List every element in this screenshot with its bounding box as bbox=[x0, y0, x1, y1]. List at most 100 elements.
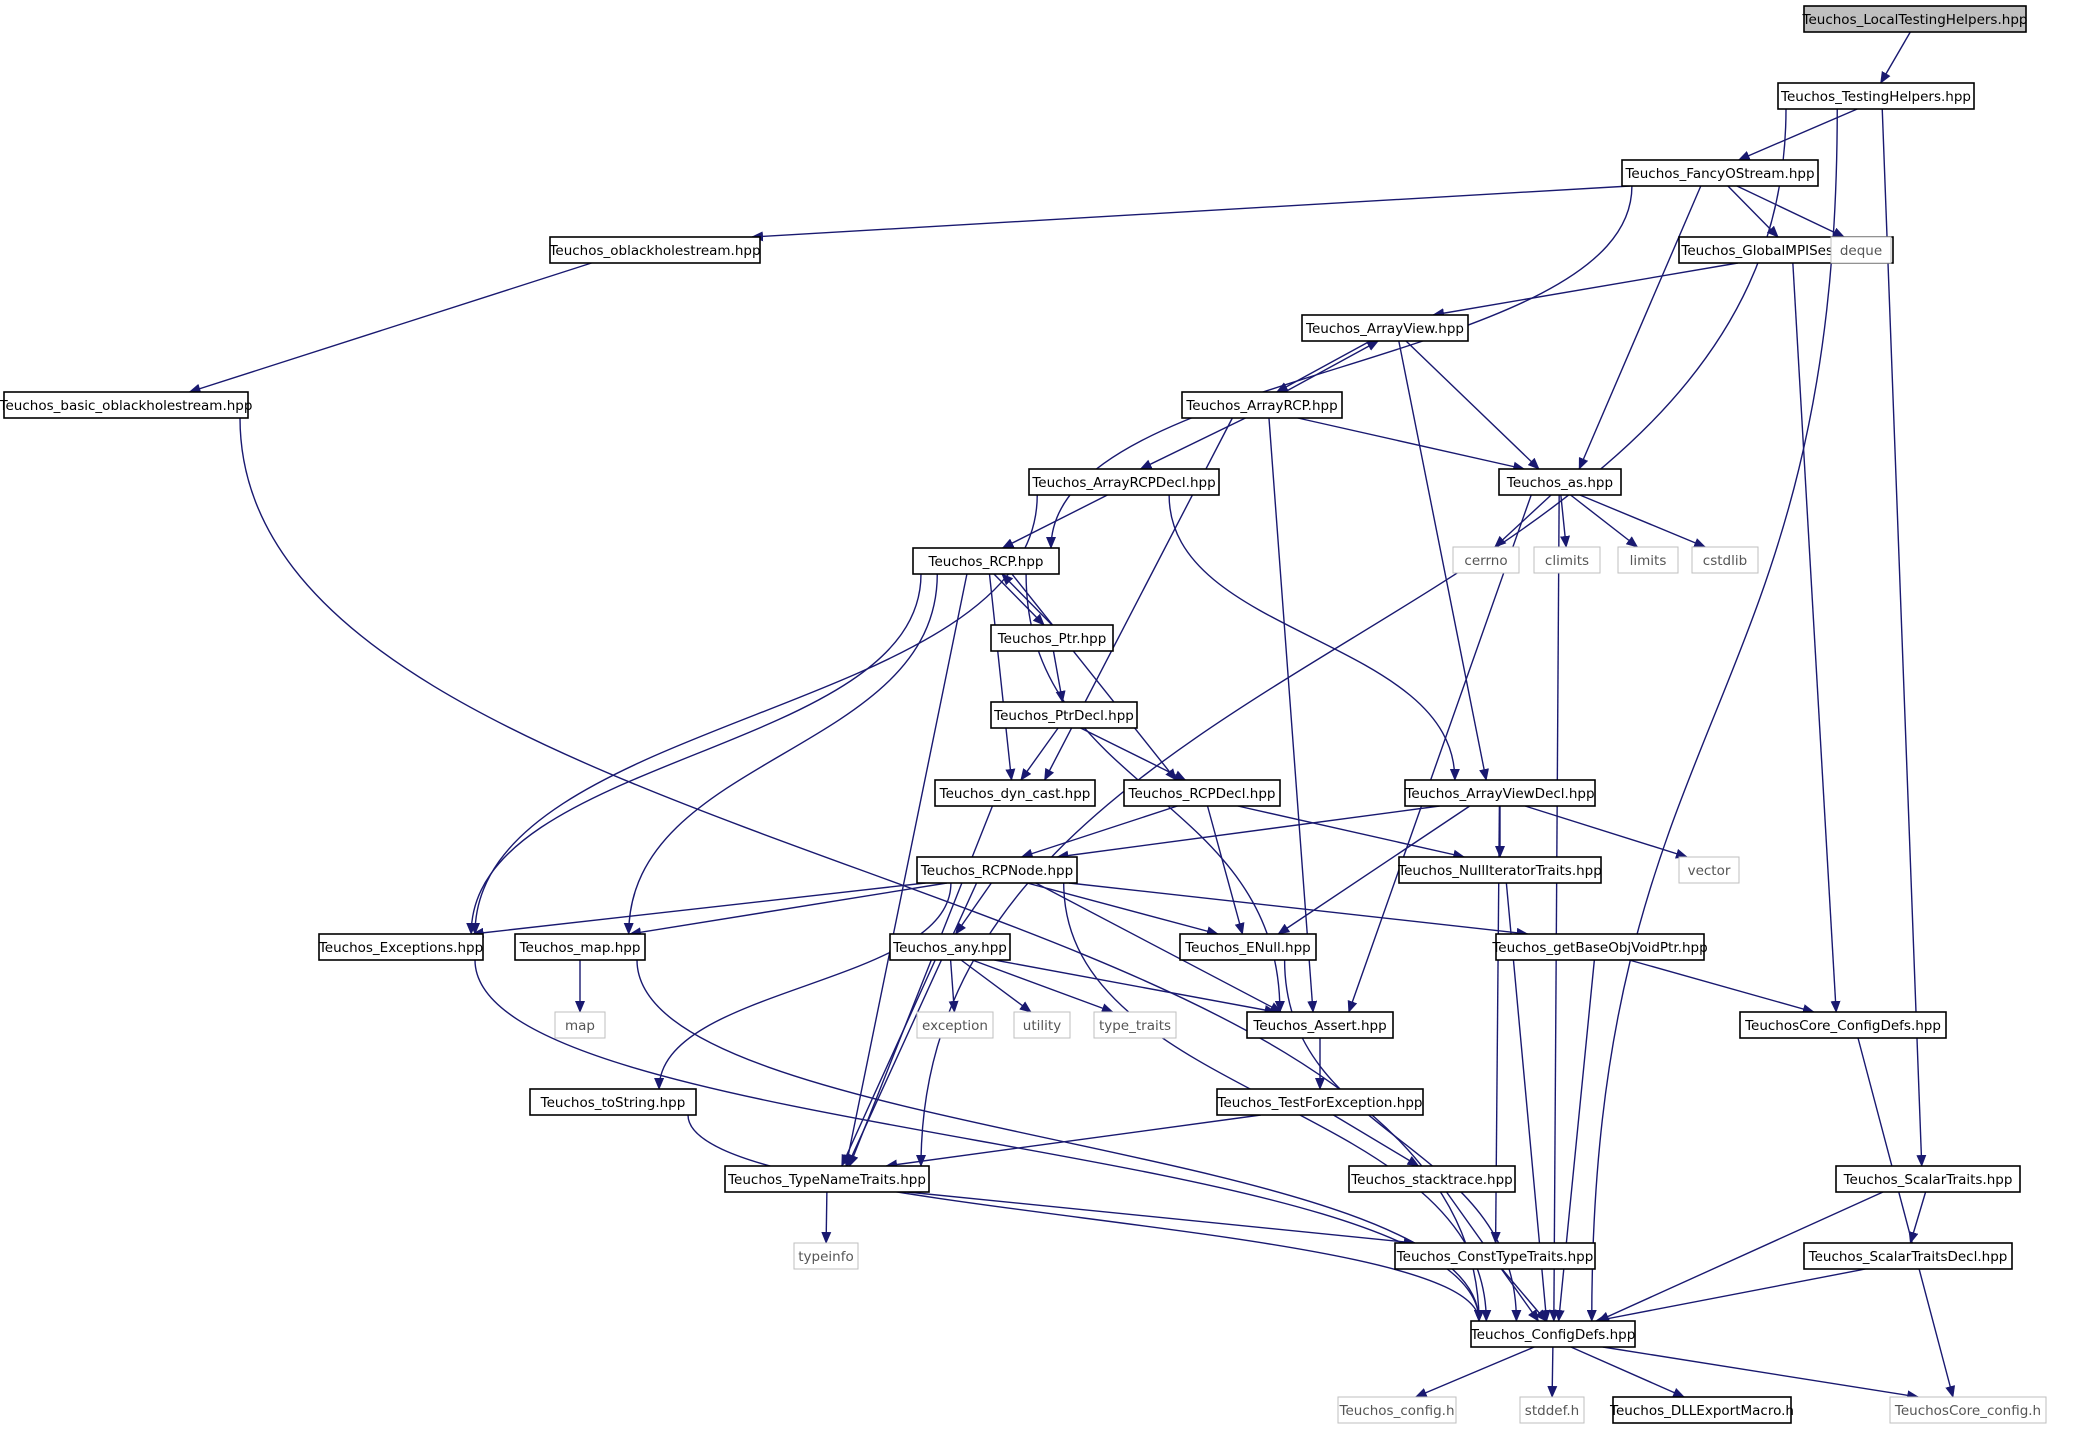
node-ptr-decl[interactable]: Teuchos_PtrDecl.hpp bbox=[990, 701, 1138, 729]
node-box bbox=[1028, 468, 1220, 496]
node-scalar-traits-decl[interactable]: Teuchos_ScalarTraitsDecl.hpp bbox=[1803, 1242, 2013, 1270]
node-label: Teuchos_ConstTypeTraits.hpp bbox=[1396, 1249, 1594, 1265]
node-label: utility bbox=[1023, 1018, 1061, 1034]
node-box bbox=[990, 624, 1114, 652]
edge-fancy_ostream-to-oblackholestream bbox=[751, 185, 1631, 242]
edge-ptr-to-ptr_decl bbox=[1052, 650, 1066, 703]
node-cstdlib: cstdlib bbox=[1691, 546, 1759, 574]
node-scalar-traits[interactable]: Teuchos_ScalarTraits.hpp bbox=[1835, 1165, 2021, 1193]
node-label: Teuchos_ArrayRCPDecl.hpp bbox=[1031, 475, 1215, 491]
edge-to_string-to-config_defs bbox=[687, 1114, 1484, 1322]
node-oblackholestream[interactable]: Teuchos_oblackholestream.hpp bbox=[548, 236, 761, 264]
node-climits: climits bbox=[1533, 546, 1601, 574]
edge-global_mpi_session-to-array_view bbox=[1432, 262, 1738, 319]
node-box bbox=[1216, 1088, 1424, 1116]
node-label: Teuchos_RCPNode.hpp bbox=[920, 863, 1073, 879]
node-box bbox=[793, 1242, 859, 1270]
node-ptr[interactable]: Teuchos_Ptr.hpp bbox=[990, 624, 1114, 652]
node-label: Teuchos_Exceptions.hpp bbox=[318, 940, 483, 956]
node-exceptions[interactable]: Teuchos_Exceptions.hpp bbox=[318, 933, 484, 961]
edge-config_defs-to-core_config_h bbox=[1602, 1346, 1920, 1401]
node-box bbox=[1803, 5, 2027, 33]
edge-as-to-assert bbox=[1347, 494, 1532, 1013]
node-label: Teuchos_ArrayView.hpp bbox=[1305, 321, 1464, 337]
node-label: Teuchos_ENull.hpp bbox=[1184, 940, 1311, 956]
node-rcp-decl[interactable]: Teuchos_RCPDecl.hpp bbox=[1123, 779, 1281, 807]
node-array-view-decl[interactable]: Teuchos_ArrayViewDecl.hpp bbox=[1404, 779, 1596, 807]
edge-local_testing_helpers-to-testing_helpers bbox=[1880, 31, 1911, 84]
node-box bbox=[912, 547, 1060, 575]
node-to-string[interactable]: Teuchos_toString.hpp bbox=[529, 1088, 697, 1116]
node-label: Teuchos_map.hpp bbox=[519, 940, 641, 956]
node-box bbox=[3, 391, 249, 419]
node-dyn-cast[interactable]: Teuchos_dyn_cast.hpp bbox=[934, 779, 1096, 807]
node-label: Teuchos_RCPDecl.hpp bbox=[1128, 786, 1276, 802]
node-box bbox=[514, 933, 646, 961]
node-label: Teuchos_ArrayRCP.hpp bbox=[1185, 398, 1337, 414]
node-box bbox=[1889, 1396, 2047, 1424]
node-array-view[interactable]: Teuchos_ArrayView.hpp bbox=[1301, 314, 1469, 342]
node-array-rcp[interactable]: Teuchos_ArrayRCP.hpp bbox=[1181, 391, 1343, 419]
node-label: Teuchos_Ptr.hpp bbox=[997, 631, 1107, 647]
node-label: Teuchos_ConfigDefs.hpp bbox=[1470, 1327, 1636, 1343]
node-null-iterator-traits[interactable]: Teuchos_NullIteratorTraits.hpp bbox=[1397, 856, 1602, 884]
node-box bbox=[1612, 1396, 1792, 1424]
node-box bbox=[1093, 1011, 1177, 1039]
edge-rcp-to-map_hpp bbox=[623, 573, 938, 935]
edge-rcp_node-to-any bbox=[955, 882, 992, 935]
node-label: TeuchosCore_config.h bbox=[1894, 1403, 2041, 1419]
node-type-name-traits[interactable]: Teuchos_TypeNameTraits.hpp bbox=[724, 1165, 930, 1193]
node-core-config-defs[interactable]: TeuchosCore_ConfigDefs.hpp bbox=[1739, 1011, 1947, 1039]
edge-rcp_node-to-to_string bbox=[654, 882, 952, 1090]
node-label: Teuchos_LocalTestingHelpers.hpp bbox=[1802, 12, 2028, 28]
edge-fancy_ostream-to-global_mpi_session bbox=[1727, 185, 1779, 238]
edge-rcp_node-to-exceptions bbox=[471, 882, 926, 938]
node-get-base-obj-void-ptr[interactable]: Teuchos_getBaseObjVoidPtr.hpp bbox=[1491, 933, 1708, 961]
node-label: Teuchos_as.hpp bbox=[1506, 475, 1613, 491]
node-label: Teuchos_DLLExportMacro.h bbox=[1609, 1403, 1794, 1419]
edge-config_defs-to-stddef_h bbox=[1547, 1346, 1558, 1398]
node-array-rcp-decl[interactable]: Teuchos_ArrayRCPDecl.hpp bbox=[1028, 468, 1220, 496]
node-basic-oblackholestream[interactable]: Teuchos_basic_oblackholestream.hpp bbox=[0, 391, 252, 419]
node-dll-export-macro[interactable]: Teuchos_DLLExportMacro.h bbox=[1609, 1396, 1794, 1424]
node-as[interactable]: Teuchos_as.hpp bbox=[1498, 468, 1622, 496]
edge-rcp_decl-to-null_iterator_traits bbox=[1237, 805, 1466, 860]
node-testing-helpers[interactable]: Teuchos_TestingHelpers.hpp bbox=[1777, 82, 1975, 110]
node-map-hpp[interactable]: Teuchos_map.hpp bbox=[514, 933, 646, 961]
edge-testing_helpers-to-config_defs bbox=[1586, 108, 1838, 1322]
node-test-for-exception[interactable]: Teuchos_TestForException.hpp bbox=[1216, 1088, 1424, 1116]
edge-ptr_decl-to-dyn_cast bbox=[1020, 727, 1059, 781]
node-label: Teuchos_config.h bbox=[1339, 1403, 1455, 1419]
node-config-defs[interactable]: Teuchos_ConfigDefs.hpp bbox=[1470, 1320, 1636, 1348]
node-rcp[interactable]: Teuchos_RCP.hpp bbox=[912, 547, 1060, 575]
node-label: Teuchos_PtrDecl.hpp bbox=[993, 708, 1134, 724]
node-label: Teuchos_basic_oblackholestream.hpp bbox=[0, 398, 252, 414]
edge-array_view-to-array_view_decl bbox=[1398, 340, 1489, 781]
node-any[interactable]: Teuchos_any.hpp bbox=[889, 933, 1011, 961]
node-label: Teuchos_stacktrace.hpp bbox=[1350, 1172, 1513, 1188]
node-box bbox=[1691, 546, 1759, 574]
node-label: Teuchos_toString.hpp bbox=[540, 1095, 686, 1111]
node-box bbox=[1246, 1011, 1394, 1039]
node-label: Teuchos_TypeNameTraits.hpp bbox=[727, 1172, 926, 1188]
node-box bbox=[1394, 1242, 1596, 1270]
edge-as-to-climits bbox=[1560, 494, 1571, 548]
node-assert[interactable]: Teuchos_Assert.hpp bbox=[1246, 1011, 1394, 1039]
node-box bbox=[1452, 546, 1520, 574]
node-local-testing-helpers[interactable]: Teuchos_LocalTestingHelpers.hpp bbox=[1802, 5, 2028, 33]
node-enull[interactable]: Teuchos_ENull.hpp bbox=[1179, 933, 1317, 961]
node-label: Teuchos_TestingHelpers.hpp bbox=[1780, 89, 1971, 105]
node-fancy-ostream[interactable]: Teuchos_FancyOStream.hpp bbox=[1621, 159, 1819, 187]
node-rcp-node[interactable]: Teuchos_RCPNode.hpp bbox=[916, 856, 1078, 884]
node-exception: exception bbox=[916, 1011, 994, 1039]
node-stacktrace[interactable]: Teuchos_stacktrace.hpp bbox=[1348, 1165, 1516, 1193]
node-box bbox=[1301, 314, 1469, 342]
node-limits: limits bbox=[1617, 546, 1679, 574]
edge-config_defs-to-dll_export_macro bbox=[1570, 1346, 1686, 1398]
node-const-type-traits[interactable]: Teuchos_ConstTypeTraits.hpp bbox=[1394, 1242, 1596, 1270]
edge-type_name_traits-to-typeinfo bbox=[821, 1191, 832, 1244]
edge-any-to-exception bbox=[948, 959, 959, 1013]
node-label: Teuchos_ArrayViewDecl.hpp bbox=[1404, 786, 1594, 802]
node-label: Teuchos_dyn_cast.hpp bbox=[939, 786, 1091, 802]
edge-scalar_traits-to-config_defs bbox=[1597, 1191, 1884, 1322]
